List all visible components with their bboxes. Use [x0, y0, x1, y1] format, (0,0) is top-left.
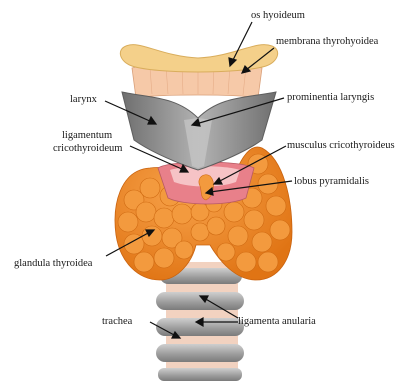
label-membrana-thyrohyoidea: membrana thyrohyoidea — [276, 36, 378, 48]
label-larynx: larynx — [70, 94, 97, 106]
label-ligamenta-anularia: ligamenta anularia — [238, 316, 316, 328]
label-os-hyoideum: os hyoideum — [251, 10, 305, 22]
label-glandula-thyroidea: glandula thyroidea — [14, 258, 92, 270]
label-trachea: trachea — [102, 316, 132, 328]
hyoid-bone-shape — [120, 45, 277, 72]
label-musculus-cricothyroideus: musculus cricothyroideus — [287, 140, 395, 152]
label-ligamentum: ligamentum — [62, 130, 112, 142]
label-cricothyroideum: cricothyroideum — [53, 143, 122, 155]
label-lobus-pyramidalis: lobus pyramidalis — [294, 176, 369, 188]
label-prominentia-laryngis: prominentia laryngis — [287, 92, 374, 104]
